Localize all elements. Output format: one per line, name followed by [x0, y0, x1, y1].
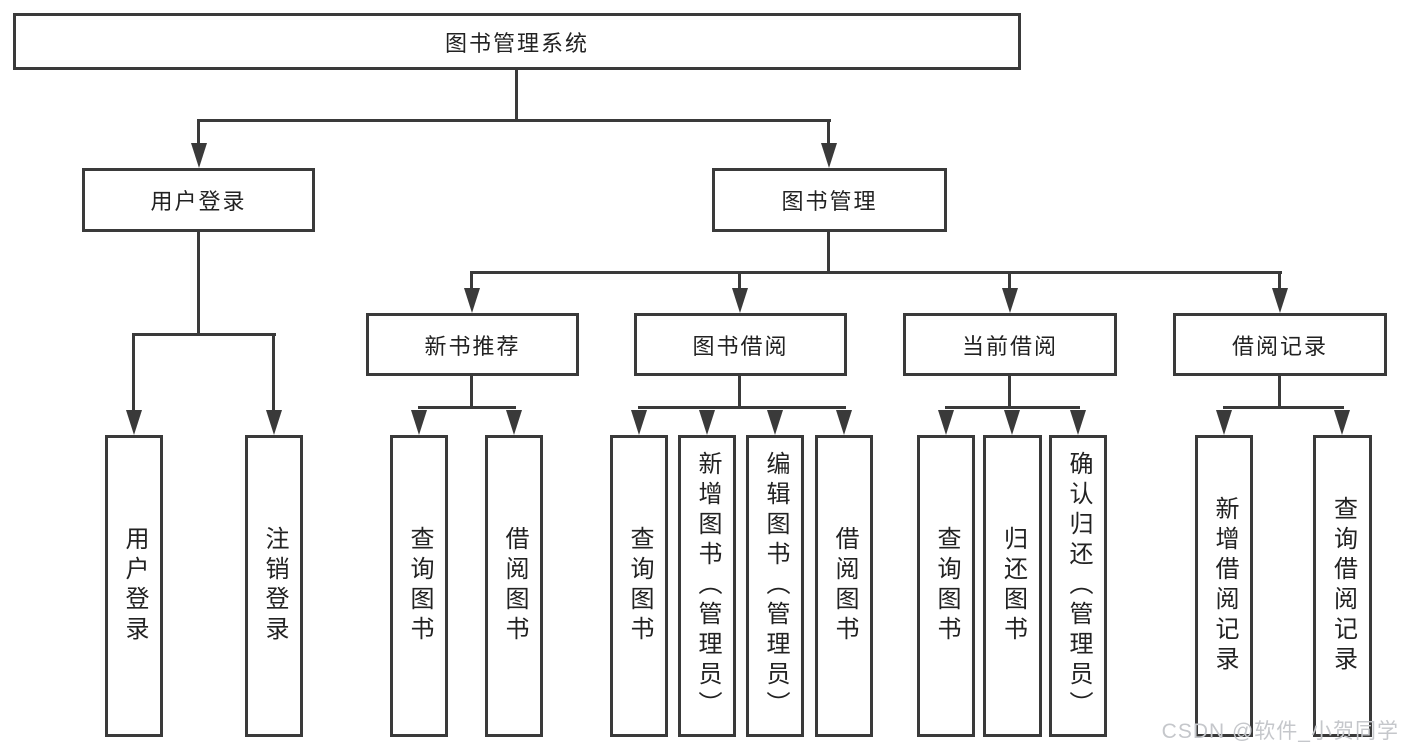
leaf-borrow-books-recommend: 借阅图书 — [485, 435, 543, 737]
arrow-down-icon — [732, 288, 748, 313]
leaf-logout-login: 注销登录 — [245, 435, 303, 737]
arrow-down-icon — [1272, 288, 1288, 313]
arrow-down-icon — [1070, 410, 1086, 435]
node-library-system: 图书管理系统 — [13, 13, 1021, 70]
leaf-return-books: 归还图书 — [983, 435, 1042, 737]
leaf-query-books-recommend: 查询图书 — [390, 435, 448, 737]
connector-vline — [1008, 376, 1011, 408]
connector-hline — [418, 406, 516, 409]
arrow-down-icon — [506, 410, 522, 435]
arrow-down-icon — [1004, 410, 1020, 435]
node-new-book-recommend: 新书推荐 — [366, 313, 579, 376]
leaf-query-books-current: 查询图书 — [917, 435, 975, 737]
connector-vline — [515, 70, 518, 121]
connector-hline — [638, 406, 846, 409]
connector-vline — [132, 333, 135, 412]
leaf-confirm-return-admin: 确认归还（管理员） — [1049, 435, 1107, 737]
node-book-management: 图书管理 — [712, 168, 947, 232]
connector-hline — [198, 119, 831, 122]
leaf-user-login: 用户登录 — [105, 435, 163, 737]
connector-vline — [197, 232, 200, 335]
node-book-borrowing: 图书借阅 — [634, 313, 847, 376]
leaf-edit-books-admin: 编辑图书（管理员） — [746, 435, 804, 737]
arrow-down-icon — [126, 410, 142, 435]
node-user-login: 用户登录 — [82, 168, 315, 232]
connector-vline — [827, 232, 830, 273]
arrow-down-icon — [836, 410, 852, 435]
arrow-down-icon — [1216, 410, 1232, 435]
arrow-down-icon — [767, 410, 783, 435]
connector-hline — [945, 406, 1080, 409]
connector-vline — [827, 119, 830, 146]
watermark: CSDN @软件_小贺同学 — [1161, 720, 1399, 743]
connector-vline — [738, 376, 741, 408]
arrow-down-icon — [631, 410, 647, 435]
connector-vline — [1008, 271, 1011, 291]
arrow-down-icon — [699, 410, 715, 435]
arrow-down-icon — [1002, 288, 1018, 313]
node-current-borrowing: 当前借阅 — [903, 313, 1117, 376]
arrow-down-icon — [411, 410, 427, 435]
connector-hline — [133, 333, 276, 336]
leaf-query-books-borrowing: 查询图书 — [610, 435, 668, 737]
leaf-query-borrow-record: 查询借阅记录 — [1313, 435, 1372, 737]
arrow-down-icon — [938, 410, 954, 435]
connector-vline — [1278, 271, 1281, 291]
leaf-borrow-books-borrowing: 借阅图书 — [815, 435, 873, 737]
connector-vline — [738, 271, 741, 291]
arrow-down-icon — [464, 288, 480, 313]
connector-vline — [470, 271, 473, 291]
arrow-down-icon — [266, 410, 282, 435]
connector-vline — [470, 376, 473, 408]
leaf-add-borrow-record: 新增借阅记录 — [1195, 435, 1253, 737]
connector-vline — [272, 333, 275, 412]
node-borrow-records: 借阅记录 — [1173, 313, 1387, 376]
connector-vline — [1278, 376, 1281, 408]
arrow-down-icon — [1334, 410, 1350, 435]
connector-hline — [1223, 406, 1344, 409]
leaf-add-books-admin: 新增图书（管理员） — [678, 435, 736, 737]
arrow-down-icon — [191, 143, 207, 168]
connector-vline — [197, 119, 200, 146]
arrow-down-icon — [821, 143, 837, 168]
connector-hline — [471, 271, 1282, 274]
